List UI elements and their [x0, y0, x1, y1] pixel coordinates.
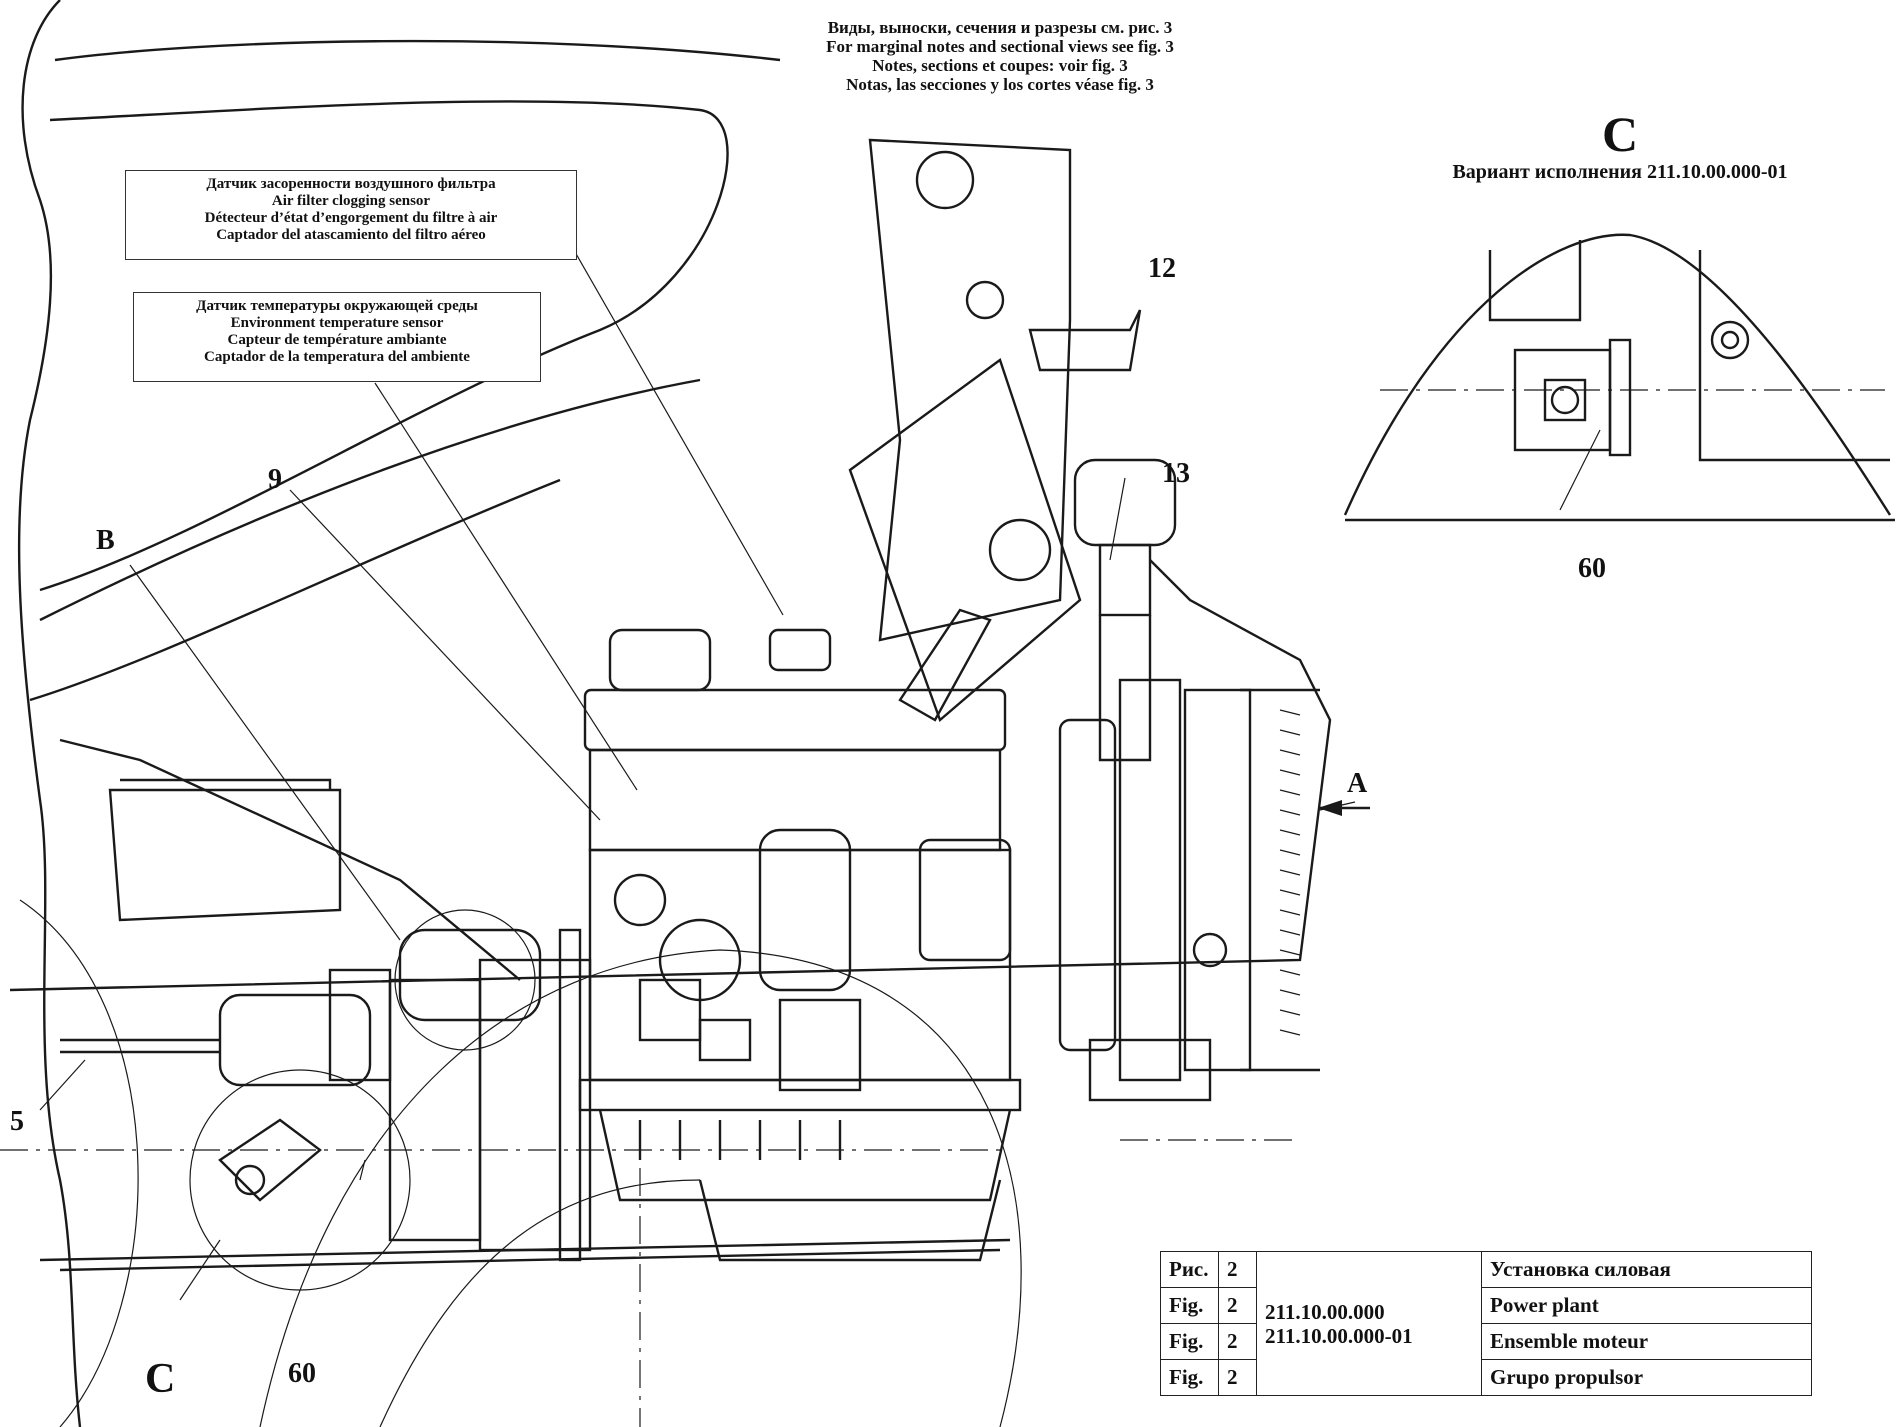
view-arrow-a: [1318, 800, 1370, 816]
env-temp-sensor-ru: Датчик температуры окружающей среды: [196, 298, 478, 314]
air-filter-sensor-label: Датчик засоренности воздушного фильтра A…: [125, 170, 577, 260]
env-temp-sensor-en: Environment temperature sensor: [230, 315, 444, 331]
title-block-number: 2: [1218, 1359, 1257, 1396]
left-tank: [108, 778, 342, 922]
air-filter-sensor-ru: Датчик засоренности воздушного фильтра: [206, 176, 496, 192]
title-block-label: Fig.: [1160, 1323, 1219, 1360]
air-filter-sensor-en: Air filter clogging sensor: [271, 193, 431, 209]
reference-note-es: Notas, las secciones y los cortes véase …: [846, 75, 1154, 94]
variant-c-view: [1343, 233, 1895, 522]
title-block-row: Fig. 2 Ensemble moteur: [1160, 1323, 1812, 1360]
callout-b: B: [96, 525, 115, 556]
title-block-codes: 211.10.00.000 211.10.00.000-01: [1256, 1251, 1482, 1396]
title-block-number: 2: [1218, 1323, 1257, 1360]
engine-block: [578, 628, 1022, 1262]
construction-arcs: [19, 899, 1022, 1427]
title-block-name: Grupo propulsor: [1481, 1359, 1812, 1396]
callout-5: 5: [10, 1106, 24, 1137]
callout-9: 9: [268, 464, 282, 495]
callout-60: 60: [288, 1358, 316, 1389]
env-temp-sensor-es: Captador de la temperatura del ambiente: [204, 349, 470, 365]
reference-note-fr: Notes, sections et coupes: voir fig. 3: [872, 56, 1128, 75]
variant-c-letter: C: [1601, 106, 1639, 162]
variant-c-callout-60: 60: [1578, 553, 1606, 584]
title-block-number: 2: [1218, 1287, 1257, 1324]
env-temp-sensor-label: Датчик температуры окружающей среды Envi…: [133, 292, 541, 382]
title-block-name: Установка силовая: [1481, 1251, 1812, 1288]
radiator: [1058, 678, 1320, 1102]
title-block-code-1: 211.10.00.000: [1265, 1299, 1385, 1324]
callout-12: 12: [1148, 253, 1176, 284]
variant-c-title: C Вариант исполнения 211.10.00.000-01: [1350, 108, 1890, 184]
title-block-label: Рис.: [1160, 1251, 1219, 1288]
title-block-label: Fig.: [1160, 1359, 1219, 1396]
title-block-row: Рис. 2 211.10.00.000 211.10.00.000-01 Ус…: [1160, 1251, 1812, 1396]
title-block-label: Fig.: [1160, 1287, 1219, 1324]
title-block-number: 2: [1218, 1251, 1257, 1288]
reference-note: Виды, выноски, сечения и разрезы см. рис…: [660, 18, 1340, 94]
air-filter: [1073, 458, 1177, 762]
title-block-name: Ensemble moteur: [1481, 1323, 1812, 1360]
reference-note-ru: Виды, выноски, сечения и разрезы см. рис…: [827, 18, 1173, 37]
env-temp-sensor-fr: Capteur de température ambiante: [227, 332, 447, 348]
reference-note-en: For marginal notes and sectional views s…: [826, 37, 1174, 56]
callout-13: 13: [1162, 458, 1190, 489]
callout-c: C: [145, 1356, 176, 1402]
pump-assembly: [60, 928, 592, 1262]
title-block: Рис. 2 211.10.00.000 211.10.00.000-01 Ус…: [1160, 1251, 1812, 1396]
title-block-row: Fig. 2 Grupo propulsor: [1160, 1359, 1812, 1396]
air-filter-sensor-es: Captador del atascamiento del filtro aér…: [216, 227, 486, 243]
title-block-row: Fig. 2 Power plant: [1160, 1287, 1812, 1324]
center-lines: [0, 1120, 1300, 1427]
variant-c-subtitle: Вариант исполнения 211.10.00.000-01: [1452, 161, 1788, 183]
title-block-name: Power plant: [1481, 1287, 1812, 1324]
air-intake: [848, 138, 1142, 723]
air-filter-sensor-fr: Détecteur d’état d’engorgement du filtre…: [204, 210, 498, 226]
leader-lines: [39, 251, 1601, 1301]
radiator-grille: [1279, 709, 1301, 1036]
callout-a: A: [1347, 768, 1368, 799]
title-block-code-2: 211.10.00.000-01: [1265, 1323, 1413, 1348]
